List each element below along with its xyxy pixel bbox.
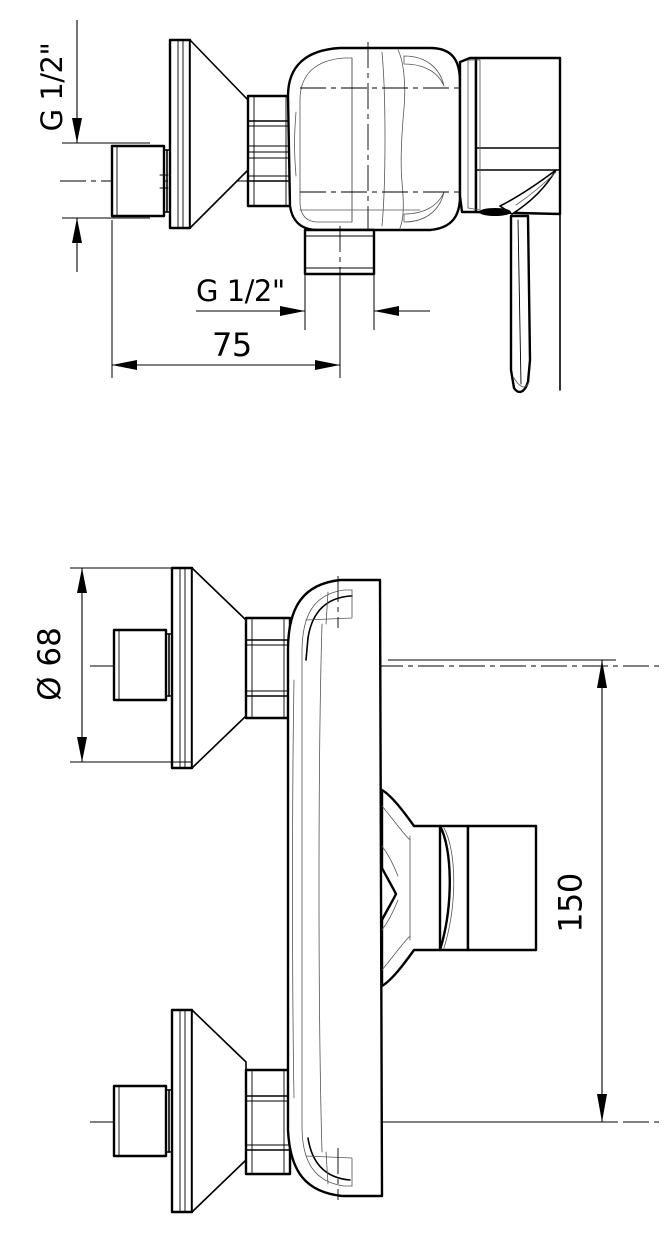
dimension-outlet-thread-side (196, 274, 430, 330)
dimension-inlet-centre-distance (388, 659, 616, 1123)
dimension-text-g-half-side: G 1/2" (35, 42, 69, 132)
mixer-body-side (286, 42, 462, 238)
dimension-label-inlet-thread-side: G 1/2" (22, 22, 82, 152)
inlet-nipple-side (110, 144, 173, 218)
lever-handle-front (380, 788, 538, 988)
lever-handle-side (509, 57, 561, 394)
upper-union-nut-front (244, 616, 292, 720)
dimension-text-150: 150 (551, 873, 590, 933)
dimension-text-75: 75 (212, 326, 252, 364)
front-view-group (70, 566, 660, 1214)
upper-inlet-nipple-front (112, 628, 175, 702)
dimension-inlet-thread-side (62, 20, 150, 272)
escutcheon-cone-side (168, 38, 249, 230)
union-nut-side (246, 94, 294, 208)
mixer-body-front (286, 576, 384, 1200)
lower-inlet-nipple-front (112, 1084, 175, 1158)
dimension-escutcheon-diameter (70, 567, 192, 763)
lower-escutcheon-front (170, 1008, 247, 1214)
dimension-projection-75 (111, 220, 341, 378)
handle-hub-side (458, 56, 562, 216)
dimension-text-diameter-68: Ø 68 (32, 627, 68, 701)
lower-union-nut-front (244, 1068, 292, 1176)
outlet-thread-side (303, 226, 376, 330)
dimension-label-escutcheon-diameter: Ø 68 (20, 600, 80, 730)
upper-escutcheon-front (170, 566, 247, 770)
dimension-text-g-half-outlet: G 1/2" (196, 274, 285, 308)
side-view-group (60, 20, 562, 394)
dimension-label-inlet-centre-distance: 150 (540, 842, 600, 962)
